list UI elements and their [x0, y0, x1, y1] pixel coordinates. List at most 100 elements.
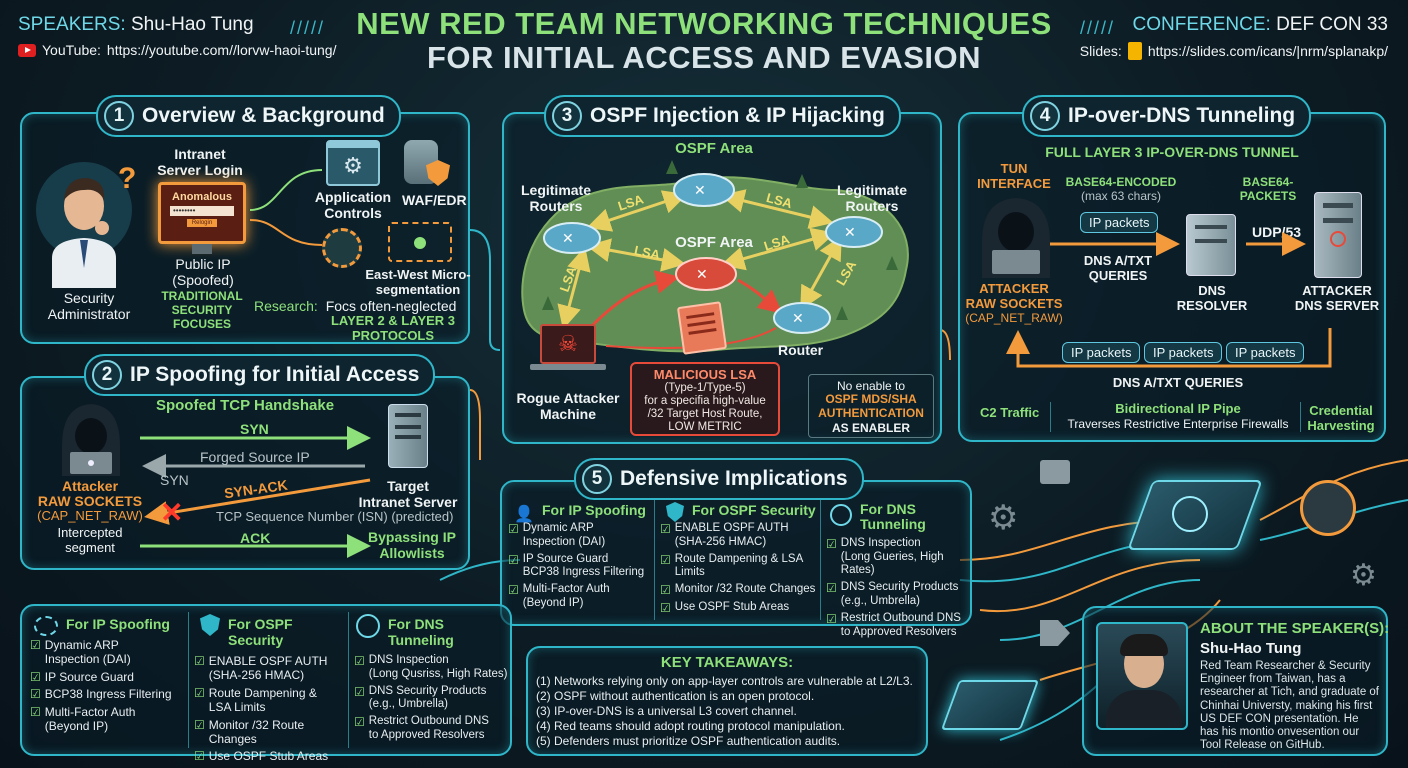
rogue-laptop-base — [530, 364, 606, 370]
attacker-label: Attacker — [61, 478, 119, 494]
usb-icon — [1040, 460, 1070, 484]
target-server-label: Target Intranet Server — [358, 478, 458, 511]
as-enabler-label: AS ENABLER — [831, 420, 910, 435]
max-chars-label: (max 63 chars) — [1080, 189, 1162, 203]
bl-col2-item: ☑Use OSPF Stub Areas — [194, 749, 329, 764]
takeaways-title: KEY TAKEAWAYS: — [660, 654, 794, 671]
chip-shield-icon — [1172, 496, 1208, 532]
s5-col1-item: ☑Dynamic ARP Inspection (DAI) — [508, 522, 606, 548]
attacker-dns-server-icon — [1314, 192, 1362, 278]
legit-routers-right-label: Legitimate Routers — [836, 182, 907, 215]
takeaway-item-4: (4) Red teams should adopt routing proto… — [536, 719, 845, 733]
monitor-stand — [192, 244, 212, 254]
svg-text:✕: ✕ — [792, 310, 804, 326]
s5-col3-title: For DNS Tunneling — [860, 501, 926, 533]
bl-col2-item: ☑ENABLE OSPF AUTH (SHA-256 HMAC) — [194, 654, 328, 683]
forged-source-label: Forged Source IP — [200, 449, 310, 465]
section5-title: 5 Defensive Implications — [574, 458, 864, 500]
section3-number: 3 — [552, 101, 582, 131]
about-bio: Red Team Researcher & Security Engineer … — [1200, 660, 1379, 752]
title-line2: FOR INITIAL ACCESS AND EVASION — [426, 40, 982, 75]
syn-label-2: SYN — [160, 472, 189, 488]
ospf-area-top-label: OSPF Area — [675, 140, 753, 157]
dns-cap-label: (CAP_NET_RAW) — [965, 311, 1063, 325]
base64-packets-label: BASE64- PACKETS — [1239, 175, 1297, 203]
svg-text:✕: ✕ — [694, 182, 706, 198]
bl-col1-item: ☑Dynamic ARP Inspection (DAI) — [30, 638, 131, 667]
bl-col2-item: ☑Monitor /32 Route Changes — [194, 717, 305, 746]
research-label: Research: — [254, 298, 318, 314]
about-name: Shu-Hao Tung — [1200, 640, 1302, 657]
router-left-icon: ✕ — [543, 222, 601, 254]
traditional-focuses-label: TRADITIONAL SECURITY FOCUSES — [161, 289, 243, 331]
speaker-avatar — [1096, 622, 1188, 730]
s5-col-dns: For DNS Tunneling ☑DNS Inspection (Long … — [826, 501, 970, 642]
s5-col2-item: ☑Use OSPF Stub Areas — [660, 600, 790, 615]
takeaways-panel — [526, 646, 928, 756]
youtube-url[interactable]: https://youtube.com//lorvw-haoi-tung/ — [106, 42, 337, 58]
bidirectional-label: Bidirectional IP Pipe — [1115, 401, 1241, 416]
router-label: Router — [778, 342, 824, 358]
s5-col3-item: ☑DNS Security Products (e.g., Umbrella) — [826, 581, 959, 607]
east-west-label: East-West Micro- segmentation — [365, 267, 471, 297]
router-bottom-icon: ✕ — [773, 302, 831, 334]
public-ip-label: Public IP (Spoofed) — [172, 256, 234, 289]
auth-note-box: No enable to OSPF MDS/SHA AUTHENTICATION… — [808, 374, 934, 438]
base64-encoded-label: BASE64-ENCODED — [1065, 175, 1177, 189]
section5-panel — [500, 480, 972, 626]
takeaway-item-5: (5) Defenders must prioritize OSPF authe… — [536, 734, 841, 748]
ospf-area-mid-label: OSPF Area — [675, 234, 753, 251]
section2-title: 2 IP Spoofing for Initial Access — [84, 354, 436, 396]
speaker-name: Shu-Hao Tung — [131, 14, 254, 35]
bottom-left-panel — [20, 604, 512, 756]
intranet-login-label: Intranet Server Login — [157, 146, 243, 179]
dns-flow-arrows — [1050, 232, 1306, 256]
research-text: Focs often-neglected — [325, 298, 457, 314]
globe-icon — [830, 504, 852, 526]
return-ip-packets-1: IP packets — [1062, 342, 1141, 363]
section5-number: 5 — [582, 464, 612, 494]
slides-url[interactable]: https://slides.com/icans/|nrm/splanakp/ — [1147, 43, 1388, 59]
bl-col1-item: ☑IP Source Guard — [30, 669, 134, 684]
section2-title-text: IP Spoofing for Initial Access — [130, 363, 420, 386]
dns-resolver-icon — [1186, 214, 1236, 276]
router-top-icon: ✕ — [673, 173, 735, 207]
s5-divider-2 — [820, 500, 821, 620]
conference-line: CONFERENCE: DEF CON 33 — [1133, 14, 1389, 36]
youtube-line[interactable]: YouTube: https://youtube.com//lorvw-haoi… — [18, 42, 336, 58]
attacker-hacker-icon — [62, 404, 120, 476]
security-admin-label: Security Administrator — [47, 290, 131, 323]
s5-col2-item: ☑ENABLE OSPF AUTH (SHA-256 HMAC) — [660, 522, 789, 548]
takeaway-item-2: (2) OSPF without authentication is an op… — [536, 689, 815, 703]
bl-col-dns: For DNS Tunneling ☑DNS Inspection (Long … — [354, 614, 510, 746]
s5-col1-item: ☑IP Source Guard BCP38 Ingress Filtering — [508, 552, 645, 579]
slides-line[interactable]: Slides: https://slides.com/icans/|nrm/sp… — [1080, 42, 1388, 60]
bl-col3-item: ☑DNS Security Products (e.g., Umbrella) — [354, 684, 487, 711]
bl-col2-title: For OSPF Security — [228, 616, 293, 648]
credential-label: Credential Harvesting — [1307, 403, 1375, 433]
bl-col2-item: ☑Route Dampening & LSA Limits — [194, 685, 317, 715]
network-icon — [34, 616, 58, 636]
rogue-laptop-icon: ☠ — [540, 324, 596, 364]
s5-col-ospf: For OSPF Security ☑ENABLE OSPF AUTH (SHA… — [660, 502, 820, 618]
no-enable-label: No enable to — [836, 379, 906, 393]
section4-number: 4 — [1030, 101, 1060, 131]
s5-col2-item: ☑Route Dampening & LSA Limits — [660, 552, 803, 579]
research-line: Research: Focs often-neglected — [254, 298, 456, 314]
ip-packets-pill: IP packets — [1080, 212, 1159, 233]
anomalous-label: Anomalous — [172, 191, 232, 203]
gear-orange-icon — [1300, 480, 1356, 536]
login-button: Relogin — [187, 219, 217, 227]
dns-resolver-label: DNS RESOLVER — [1176, 283, 1248, 313]
gear-icon — [322, 228, 362, 268]
shield-icon — [200, 614, 220, 636]
section1-title: 1 Overview & Background — [96, 95, 401, 137]
bl-divider-1 — [188, 612, 189, 748]
conference-name: DEF CON 33 — [1276, 14, 1388, 35]
gear-icon-right: ⚙ — [1350, 559, 1377, 592]
section3-title: 3 OSPF Injection & IP Hijacking — [544, 95, 901, 137]
s5-col2-title: For OSPF Security — [692, 502, 816, 518]
intercepted-label: Intercepted segment — [57, 525, 123, 555]
bl-col3-title: For DNS Tunneling — [388, 616, 454, 648]
ospf-auth-label: OSPF MDS/SHA AUTHENTICATION — [818, 392, 924, 420]
